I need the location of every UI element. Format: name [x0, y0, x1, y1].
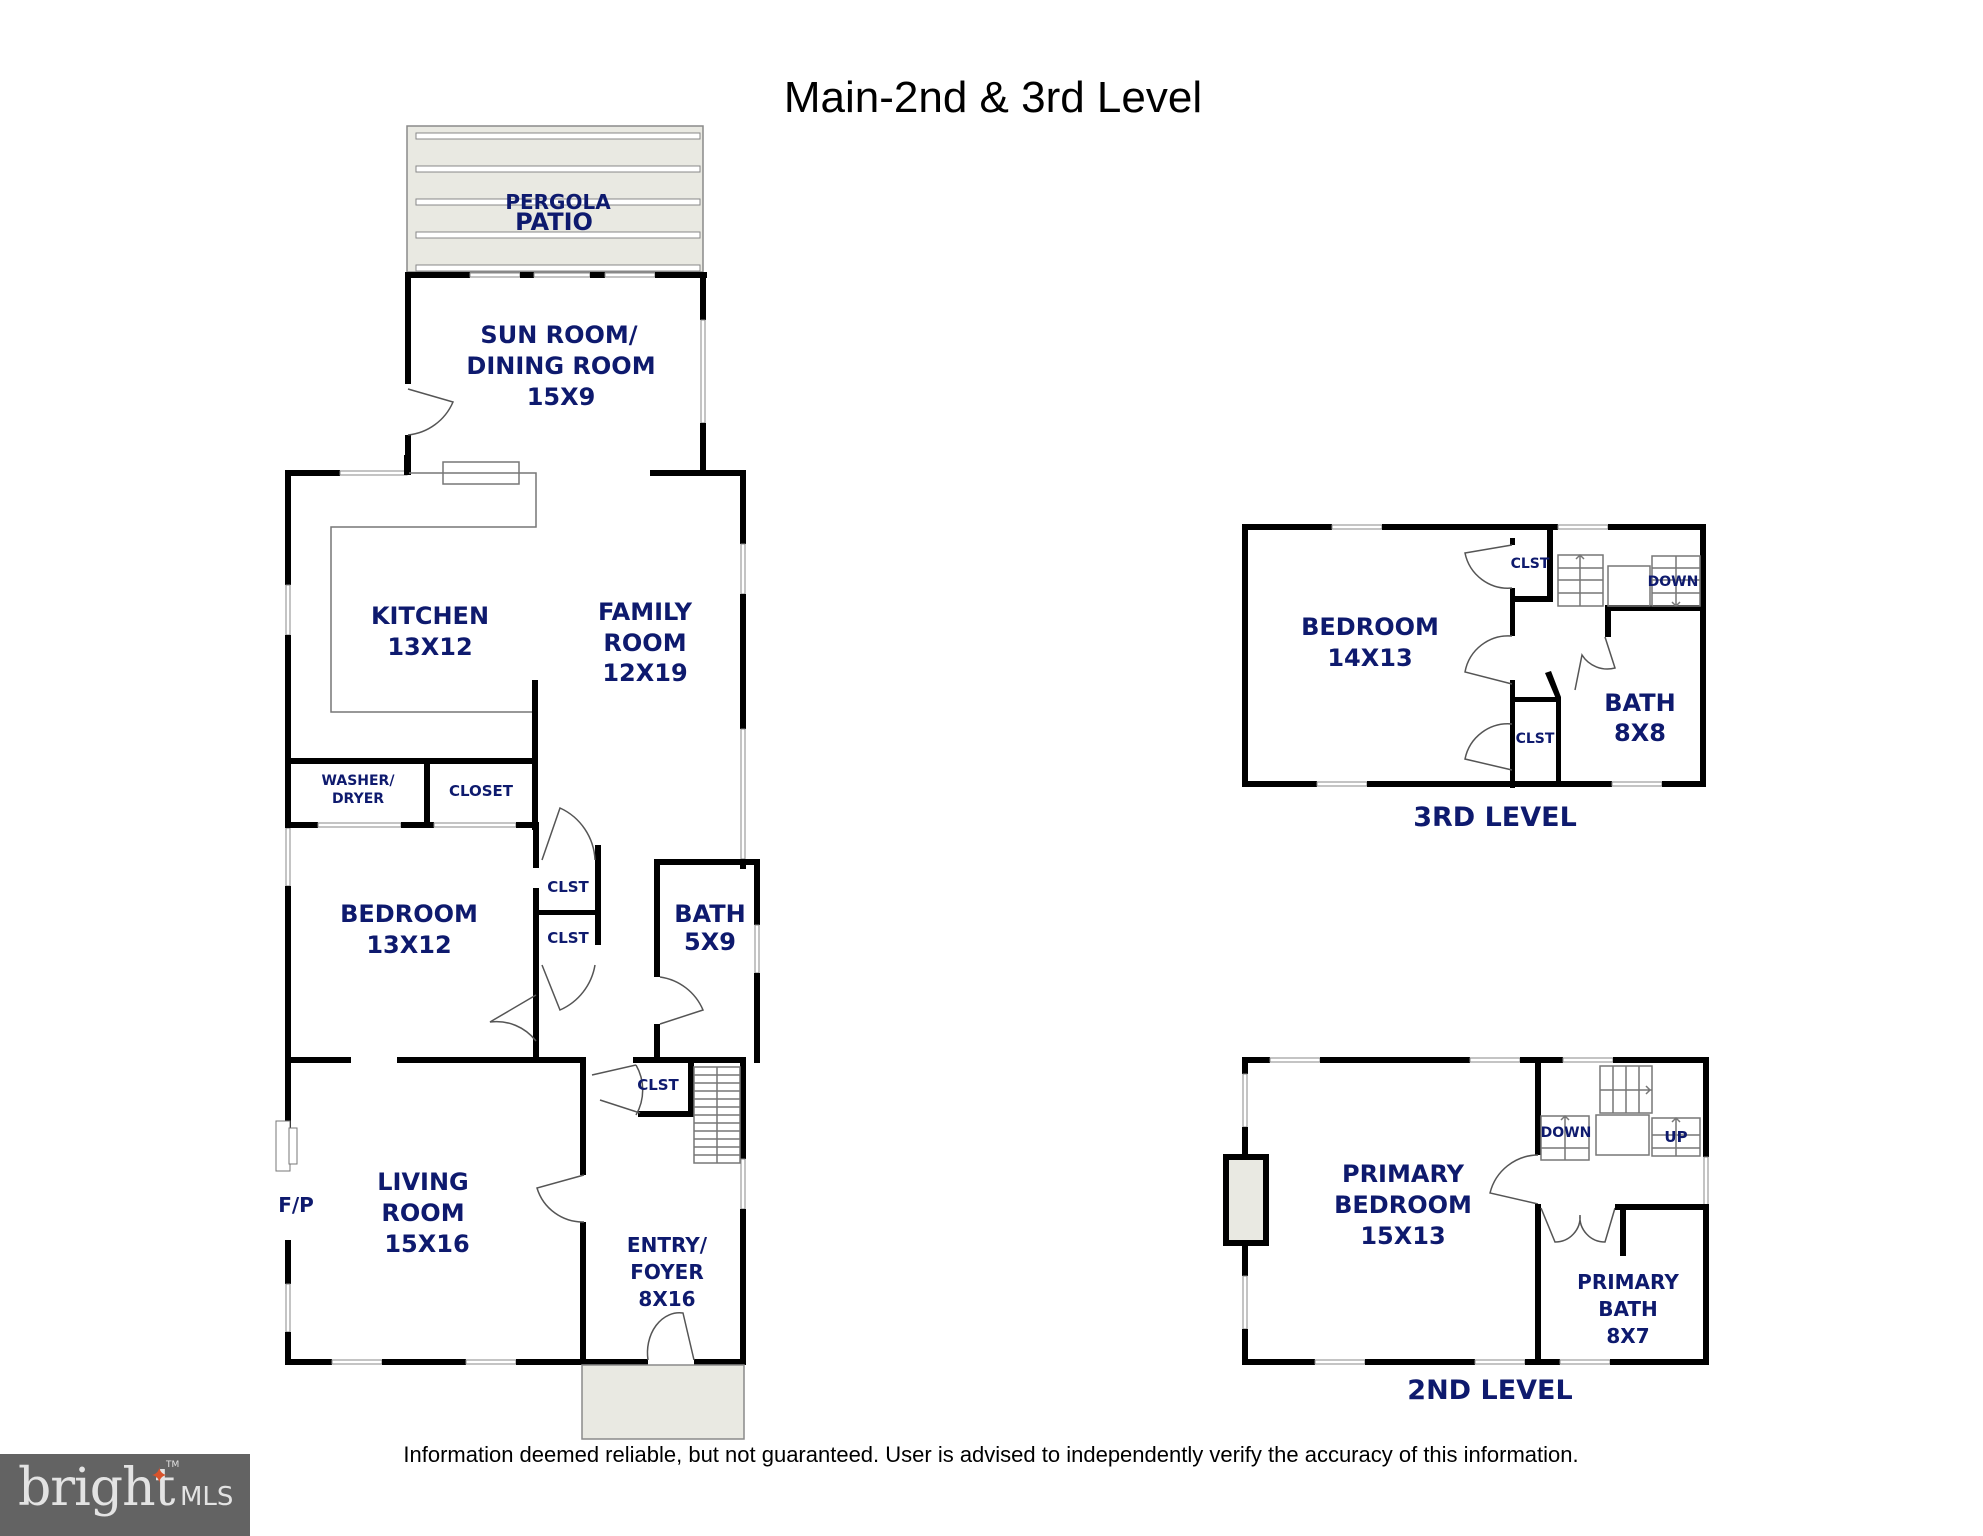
sun-room-label-1: SUN ROOM/	[480, 321, 637, 349]
entry-label-1: ENTRY/	[627, 1233, 708, 1257]
sun-room-label-2: DINING ROOM	[466, 352, 655, 380]
hall-closet-upper-label: CLST	[547, 878, 589, 896]
second-level-label: 2ND LEVEL	[1407, 1375, 1572, 1406]
logo-tm: TM	[166, 1460, 180, 1470]
primary-bedroom-label-1: PRIMARY	[1342, 1160, 1465, 1188]
fireplace-label: F/P	[278, 1193, 314, 1217]
kitchen-size: 13X12	[387, 633, 472, 661]
bedroom-label: BEDROOM	[340, 900, 478, 928]
wall	[397, 1057, 586, 1063]
laundry-closet-row: WASHER/ DRYER CLOSET	[285, 758, 538, 828]
logo-brand: bright	[18, 1458, 175, 1518]
family-room-size: 12X19	[602, 659, 687, 687]
family-room-label-1: FAMILY	[598, 598, 693, 626]
entry-label-2: FOYER	[630, 1260, 704, 1284]
primary-bath-size: 8X7	[1606, 1324, 1649, 1348]
living-room-size: 15X16	[384, 1230, 469, 1258]
bedroom-size: 13X12	[366, 931, 451, 959]
patio-label: PATIO	[515, 208, 593, 236]
living-room-label-2: ROOM	[381, 1199, 464, 1227]
main-level-plan: PERGOLA PATIO SUN ROOM/ DINING ROOM 15X9	[275, 125, 760, 1440]
bedroom-hall: CLST CLST BEDROOM 13X12	[340, 806, 601, 1058]
third-bath-size: 8X8	[1614, 719, 1666, 747]
pergola-label: PERGOLA	[505, 190, 611, 214]
chimney	[1223, 1154, 1269, 1246]
third-bath-label: BATH	[1604, 689, 1675, 717]
sun-room-size: 15X9	[527, 383, 596, 411]
second-stairs-up-label: UP	[1664, 1128, 1687, 1146]
entry-closet-label: CLST	[637, 1076, 679, 1094]
front-porch	[581, 1364, 745, 1440]
living-entry: CLST F/P LIVING ROOM 15X16 ENTRY/ FOYER …	[275, 1057, 745, 1440]
third-closet-bottom-label: CLST	[1516, 731, 1555, 747]
disclaimer-text: Information deemed reliable, but not gua…	[403, 1442, 1578, 1467]
bright-mls-logo: bright ✦ TM MLS	[0, 1454, 250, 1536]
primary-bedroom-label-2: BEDROOM	[1334, 1191, 1472, 1219]
third-bedroom-label: BEDROOM	[1301, 613, 1439, 641]
page-title: Main-2nd & 3rd Level	[784, 73, 1202, 122]
main-bath: BATH 5X9	[654, 859, 760, 1063]
kitchen-counters	[330, 455, 538, 830]
hall-closet-lower-label: CLST	[547, 929, 589, 947]
pergola-patio: PERGOLA PATIO	[406, 125, 704, 273]
wall	[285, 1057, 351, 1063]
third-stairs-down-label: DOWN	[1648, 574, 1699, 590]
logo-star-icon: ✦	[150, 1464, 169, 1489]
logo-suffix: MLS	[180, 1482, 234, 1512]
family-room-label-2: ROOM	[603, 629, 686, 657]
washer-label-2: DRYER	[332, 791, 384, 807]
living-room-label-1: LIVING	[377, 1168, 469, 1196]
third-level-plan: CLST CLST BATH 8X8 DOWN BEDROOM 14X13 3R…	[1242, 524, 1706, 833]
second-level-plan: DOWN UP PRIMARY BEDROOM 15X13 PRIMARY BA…	[1223, 1057, 1709, 1406]
kitchen-label: KITCHEN	[371, 602, 489, 630]
entry-size: 8X16	[638, 1287, 695, 1311]
second-stairs-down-label: DOWN	[1541, 1125, 1592, 1141]
washer-label-1: WASHER/	[322, 773, 396, 789]
closet-label: CLOSET	[449, 782, 514, 800]
third-bedroom-size: 14X13	[1327, 644, 1412, 672]
primary-bedroom-size: 15X13	[1360, 1222, 1445, 1250]
sun-room: SUN ROOM/ DINING ROOM 15X9	[405, 272, 707, 475]
primary-bath-label-2: BATH	[1598, 1297, 1658, 1321]
bath-label: BATH	[674, 900, 745, 928]
primary-bath-label-1: PRIMARY	[1577, 1270, 1679, 1294]
third-level-label: 3RD LEVEL	[1413, 802, 1577, 833]
third-closet-top-label: CLST	[1511, 556, 1550, 572]
bath-size: 5X9	[684, 928, 736, 956]
